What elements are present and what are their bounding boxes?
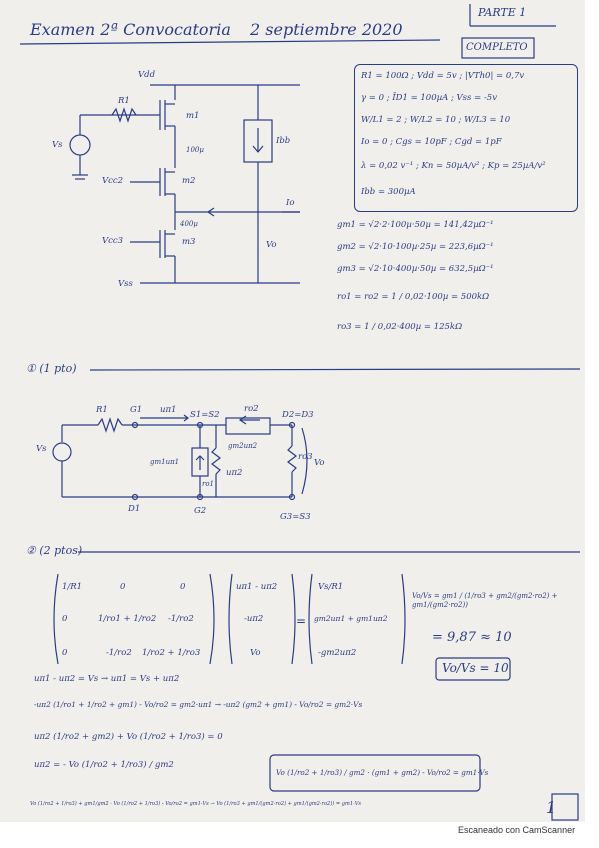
exam-date: 2 septiembre 2020 bbox=[250, 20, 403, 39]
gm1-source-label: gm1uπ1 bbox=[150, 458, 180, 466]
d2-d3-label: D2=D3 bbox=[282, 410, 314, 420]
matrix-cell: 1/ro2 + 1/ro3 bbox=[142, 648, 201, 658]
gm-calc: gm1 = √2·2·100µ·50µ = 141,42µΩ⁻¹ bbox=[337, 220, 494, 230]
page-number-box bbox=[551, 793, 579, 821]
ro2-label: ro2 bbox=[244, 404, 259, 414]
derivation-line: uπ1 - uπ2 = Vs → uπ1 = Vs + uπ2 bbox=[34, 674, 180, 684]
g2-label: G2 bbox=[194, 506, 207, 516]
derivation-line: Vo (1/ro2 + 1/ro3) / gm2 · (gm1 + gm2) -… bbox=[276, 768, 489, 777]
g1-label: G1 bbox=[130, 405, 143, 415]
param-line: W/L1 = 2 ; W/L2 = 10 ; W/L3 = 10 bbox=[361, 115, 511, 125]
matrix-cell: 0 bbox=[180, 582, 186, 592]
vector-var: uπ1 - uπ2 bbox=[236, 582, 278, 592]
m1-width-label: 100µ bbox=[186, 146, 204, 154]
m2-label: m2 bbox=[182, 176, 196, 186]
title-underline bbox=[19, 39, 441, 45]
matrix-cell: -1/ro2 bbox=[168, 614, 194, 624]
gm-calc: gm2 = √2·10·100µ·25µ = 223,6µΩ⁻¹ bbox=[337, 242, 494, 252]
vector-var: -uπ2 bbox=[244, 614, 264, 624]
status-box bbox=[461, 37, 535, 59]
param-line: λ = 0,02 v⁻¹ ; Kn = 50µA/v² ; Kp = 25µA/… bbox=[361, 161, 546, 171]
vs-label: Vs bbox=[52, 140, 63, 150]
ro-calc: ro3 = 1 / 0,02·400µ = 125kΩ bbox=[337, 322, 463, 332]
section-1-heading: ① (1 pto) bbox=[26, 362, 77, 375]
gm-calc: gm3 = √2·10·400µ·50µ = 632,5µΩ⁻¹ bbox=[337, 264, 494, 274]
derivation-line: -uπ2 (1/ro1 + 1/ro2 + gm1) - Vo/ro2 = gm… bbox=[34, 700, 363, 709]
circuit-2 bbox=[52, 414, 308, 501]
derivation-line: Vo (1/ro2 + 1/ro3) + gm1/gm2 · Vo (1/ro2… bbox=[30, 801, 362, 807]
matrix-cell: 0 bbox=[120, 582, 126, 592]
vo-label: Vo bbox=[266, 240, 277, 250]
vss-label: Vss bbox=[118, 279, 133, 289]
matrix-cell: 0 bbox=[62, 648, 68, 658]
rhs-cell: -gm2uπ2 bbox=[318, 648, 357, 658]
vcc3-label: Vcc3 bbox=[102, 236, 124, 246]
vo-small-label: Vo bbox=[314, 458, 325, 468]
page-number: 1 bbox=[546, 798, 557, 817]
g3-s3-label: G3=S3 bbox=[280, 512, 311, 522]
io-label: Io bbox=[286, 198, 295, 208]
m1-label: m1 bbox=[186, 111, 200, 121]
m3-width-label: 400µ bbox=[180, 220, 198, 228]
final-result-box bbox=[435, 657, 511, 681]
param-line: Ibb = 300µA bbox=[361, 187, 416, 197]
vdd-label: Vdd bbox=[138, 70, 156, 80]
vector-var: Vo bbox=[250, 648, 261, 658]
gain-formula: Vo/Vs = gm1 / (1/ro3 + gm2/(gm2·ro2) + g… bbox=[412, 592, 558, 609]
param-line: γ = 0 ; ĪD1 = 100µA ; Vss = -5v bbox=[361, 93, 498, 103]
ro-calc: ro1 = ro2 = 1 / 0,02·100µ = 500kΩ bbox=[337, 292, 490, 302]
ibb-label: Ibb bbox=[276, 136, 291, 146]
vs-small-label: Vs bbox=[36, 444, 47, 454]
matrix-cell: 1/ro1 + 1/ro2 bbox=[98, 614, 157, 624]
matrix-cell: 1/R1 bbox=[62, 582, 83, 592]
part-label: PARTE 1 bbox=[478, 6, 527, 19]
gain-approx: = 9,87 ≈ 10 bbox=[432, 630, 512, 645]
upi1-label: uπ1 bbox=[160, 405, 177, 415]
matrix-cell: 0 bbox=[62, 614, 68, 624]
gain-final: Vo/Vs = 10 bbox=[442, 661, 509, 675]
rhs-cell: Vs/R1 bbox=[318, 582, 344, 592]
vcc2-label: Vcc2 bbox=[102, 176, 124, 186]
param-line: Io = 0 ; Cgs = 10pF ; Cgd = 1pF bbox=[361, 137, 502, 147]
scanner-watermark: Escaneado con CamScanner bbox=[458, 825, 576, 835]
d1-label: D1 bbox=[128, 504, 141, 514]
matrix-brackets bbox=[53, 573, 406, 665]
equals-sign: = bbox=[296, 614, 307, 628]
gm2-source-label: gm2uπ2 bbox=[228, 442, 258, 450]
r1-label: R1 bbox=[118, 96, 130, 106]
upi2-label: uπ2 bbox=[226, 468, 243, 478]
s1-s2-label: S1=S2 bbox=[190, 410, 220, 420]
section-1-line bbox=[89, 368, 581, 371]
ro3-label: ro3 bbox=[298, 452, 313, 462]
exam-title: Examen 2ª Convocatoria bbox=[30, 20, 231, 39]
m3-label: m3 bbox=[182, 237, 196, 247]
parameters-box: R1 = 100Ω ; Vdd = 5v ; |VTh0| = 0,7v γ =… bbox=[354, 64, 578, 212]
notebook-page bbox=[0, 0, 585, 822]
derivation-line: uπ2 (1/ro2 + gm2) + Vo (1/ro2 + 1/ro3) =… bbox=[34, 732, 223, 742]
substitution-box bbox=[269, 754, 481, 792]
ro1-label: ro1 bbox=[202, 480, 215, 488]
status-label: COMPLETO bbox=[466, 42, 528, 53]
r1-small-label: R1 bbox=[96, 405, 108, 415]
circuit-1 bbox=[69, 84, 300, 284]
section-2-heading: ② (2 ptos) bbox=[26, 544, 83, 557]
rhs-cell: gm2uπ1 + gm1uπ2 bbox=[314, 614, 388, 623]
matrix-cell: -1/ro2 bbox=[106, 648, 132, 658]
param-line: R1 = 100Ω ; Vdd = 5v ; |VTh0| = 0,7v bbox=[361, 71, 525, 81]
derivation-line: uπ2 = - Vo (1/ro2 + 1/ro3) / gm2 bbox=[34, 760, 174, 770]
